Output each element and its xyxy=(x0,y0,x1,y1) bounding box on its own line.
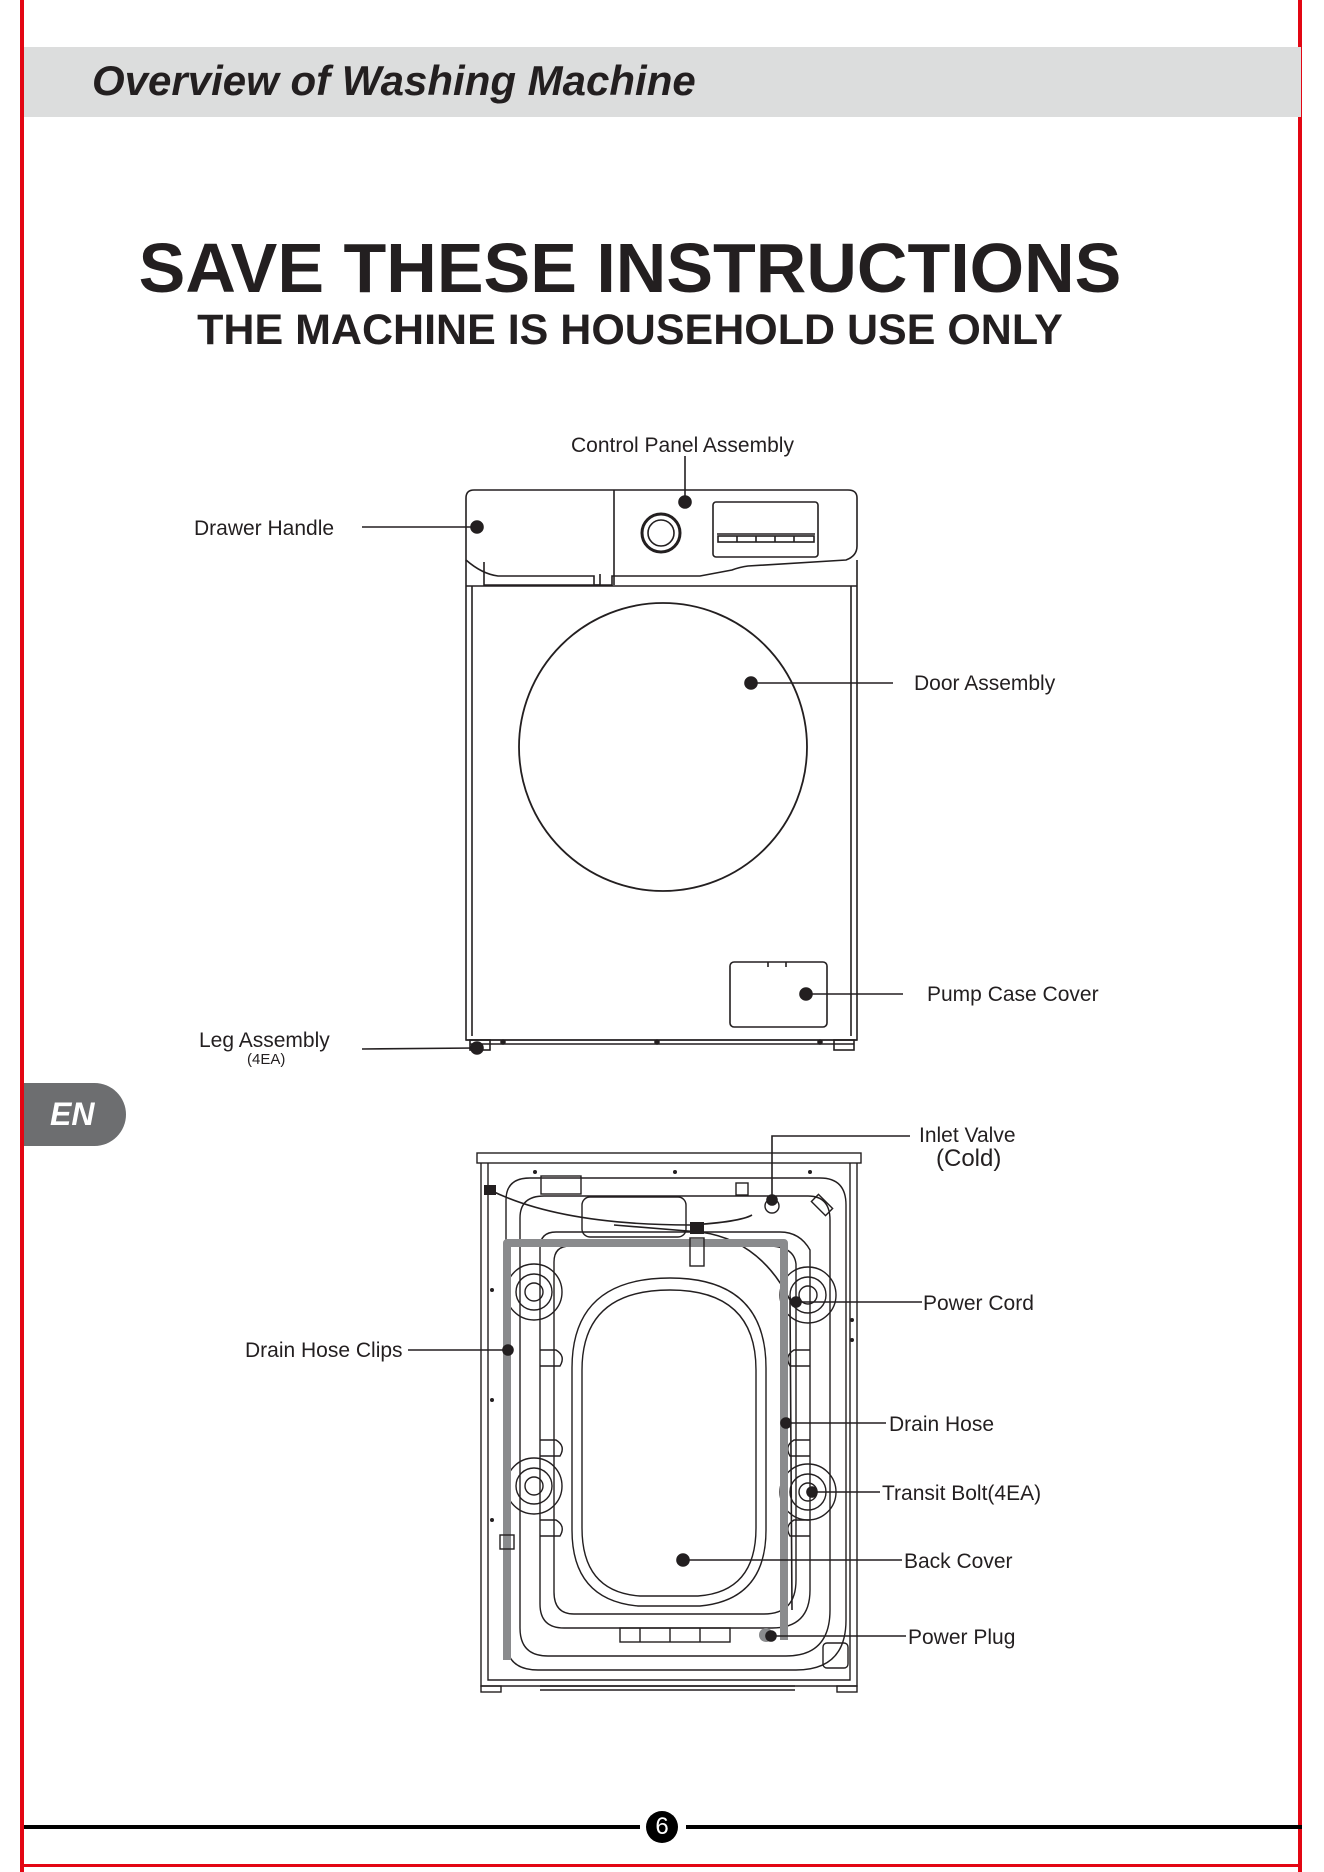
front-view-drawing xyxy=(466,490,857,1050)
label-power-plug: Power Plug xyxy=(908,1626,1015,1649)
label-control-panel: Control Panel Assembly xyxy=(571,434,794,457)
inlet-valve-marker xyxy=(767,1195,777,1205)
label-inlet-valve-note: (Cold) xyxy=(936,1145,1001,1172)
drawer-handle-marker xyxy=(471,521,483,533)
footer-rule-right xyxy=(686,1825,1302,1829)
label-transit-bolt: Transit Bolt(4EA) xyxy=(882,1482,1041,1505)
power-plug-marker xyxy=(766,1631,776,1641)
back-cover-marker xyxy=(677,1554,689,1566)
drain-hose-clips-marker xyxy=(503,1345,513,1355)
leg-marker xyxy=(471,1042,483,1054)
drain-hose-marker xyxy=(781,1418,791,1428)
label-leg-qty: (4EA) xyxy=(247,1051,285,1068)
pump-case-marker xyxy=(800,988,812,1000)
label-drawer-handle: Drawer Handle xyxy=(194,517,334,540)
back-leader-lines xyxy=(408,1136,922,1641)
power-cord-marker xyxy=(791,1297,801,1307)
label-drain-hose: Drain Hose xyxy=(889,1413,994,1436)
label-leg: Leg Assembly xyxy=(199,1029,330,1052)
label-pump-case: Pump Case Cover xyxy=(927,983,1099,1006)
front-leader-lines xyxy=(362,456,903,1054)
footer-rule-left xyxy=(24,1825,640,1829)
page-number: 6 xyxy=(646,1811,678,1843)
label-back-cover: Back Cover xyxy=(904,1550,1013,1573)
door-marker xyxy=(745,677,757,689)
transit-bolt-marker xyxy=(807,1487,817,1497)
drain-hose-drawing xyxy=(507,1243,784,1660)
label-inlet-valve: Inlet Valve xyxy=(919,1124,1016,1147)
label-power-cord: Power Cord xyxy=(923,1292,1034,1315)
control-panel-marker xyxy=(679,496,691,508)
label-door: Door Assembly xyxy=(914,672,1056,695)
label-drain-hose-clips: Drain Hose Clips xyxy=(245,1339,403,1362)
